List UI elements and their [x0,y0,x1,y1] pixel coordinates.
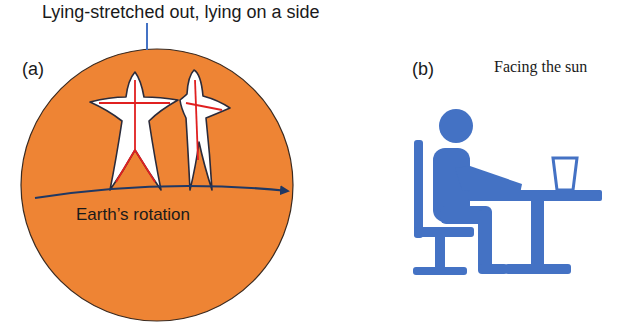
panel-letter: (b) [412,59,434,80]
side-figure [180,70,230,190]
view-label: Lying-stretched out, lying on a side [40,2,322,23]
caption-label: Facing the sun [494,58,587,76]
arrow-label: Earth’s rotation [76,205,190,225]
panel-letter: (a) [22,59,44,80]
star-figure [90,72,178,190]
earth-circle [21,49,293,321]
rotation-arrow [35,186,288,198]
desk-person-icon [413,109,602,275]
